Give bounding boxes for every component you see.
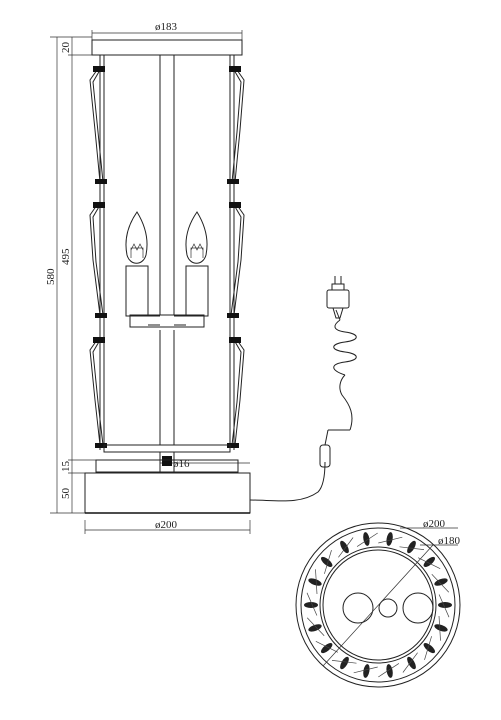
top-plate: [91, 39, 243, 56]
crystal-link: [306, 617, 325, 637]
crystal-link: [306, 592, 318, 616]
crystal-link: [438, 615, 441, 641]
crystal-drop: [321, 556, 333, 567]
crystal-link: [356, 532, 378, 547]
crystal-drop: [423, 556, 435, 567]
cord-coil: [333, 319, 357, 376]
crystal-link: [324, 549, 332, 574]
crystal-link: [438, 594, 450, 618]
top-height-label: 20: [60, 42, 72, 54]
top-view-bulb-right: [402, 592, 434, 624]
total-height-label: 580: [45, 268, 57, 285]
crystal-drop: [340, 540, 349, 554]
top-view-outer-label: ø200: [423, 518, 446, 530]
bulb-right: [174, 211, 209, 326]
crystal-drop: [363, 664, 370, 678]
bulb-left: [125, 211, 160, 326]
crystal-link: [424, 636, 432, 661]
lower-plate: [103, 444, 231, 453]
crystal-drop: [386, 532, 393, 546]
top-view: [295, 522, 461, 688]
crystal-ring: [304, 532, 452, 678]
top-diameter-label: ø183: [155, 21, 178, 33]
crystal-drop: [386, 664, 393, 678]
base: [84, 472, 251, 514]
crystal-link: [331, 660, 357, 664]
crystal-link: [378, 663, 400, 678]
plug-body: [326, 289, 350, 309]
crystal-drop: [363, 532, 370, 546]
power-cable: [249, 276, 357, 502]
rod-diameter-label: ø16: [173, 458, 190, 470]
top-view-bulb-left: [342, 592, 374, 624]
bulb-bracket: [129, 314, 205, 328]
crystal-drop: [340, 656, 349, 670]
crystal-link: [431, 573, 450, 593]
crystal-drop: [308, 624, 322, 632]
crystal-drop: [308, 578, 322, 586]
crystal-drop: [434, 624, 448, 632]
crystal-link: [315, 640, 339, 653]
crystal-link: [315, 569, 318, 595]
dimension-lines: [50, 30, 458, 546]
crystal-link: [338, 537, 354, 558]
base-diameter-label: ø200: [155, 519, 178, 531]
frame-clips: [93, 66, 241, 448]
crystal-drop: [321, 643, 333, 654]
crystal-link: [353, 666, 378, 674]
base-height-label: 50: [60, 488, 72, 500]
rod-height-label: 15: [60, 461, 72, 473]
top-view-inner-label: ø180: [438, 535, 461, 547]
crystal-link: [402, 652, 418, 673]
rod-collar: [95, 459, 239, 473]
crystal-link: [399, 546, 425, 550]
crystal-drop: [423, 643, 435, 654]
crystal-drop: [434, 578, 448, 586]
crystal-drop: [407, 656, 416, 670]
crystal-link: [417, 557, 441, 570]
crystal-strips-left: [89, 69, 104, 446]
crystal-strips-right: [230, 69, 245, 446]
crystal-drop: [438, 602, 452, 608]
lamp-side-view: [84, 39, 251, 514]
frame-height-label: 495: [60, 248, 72, 265]
crystal-drop: [304, 602, 318, 608]
crystal-link: [378, 536, 403, 544]
dimension-labels: ø183 20 580 495 15 ø16 50 ø200 ø200 ø180: [45, 21, 461, 547]
crystal-drop: [407, 540, 416, 554]
